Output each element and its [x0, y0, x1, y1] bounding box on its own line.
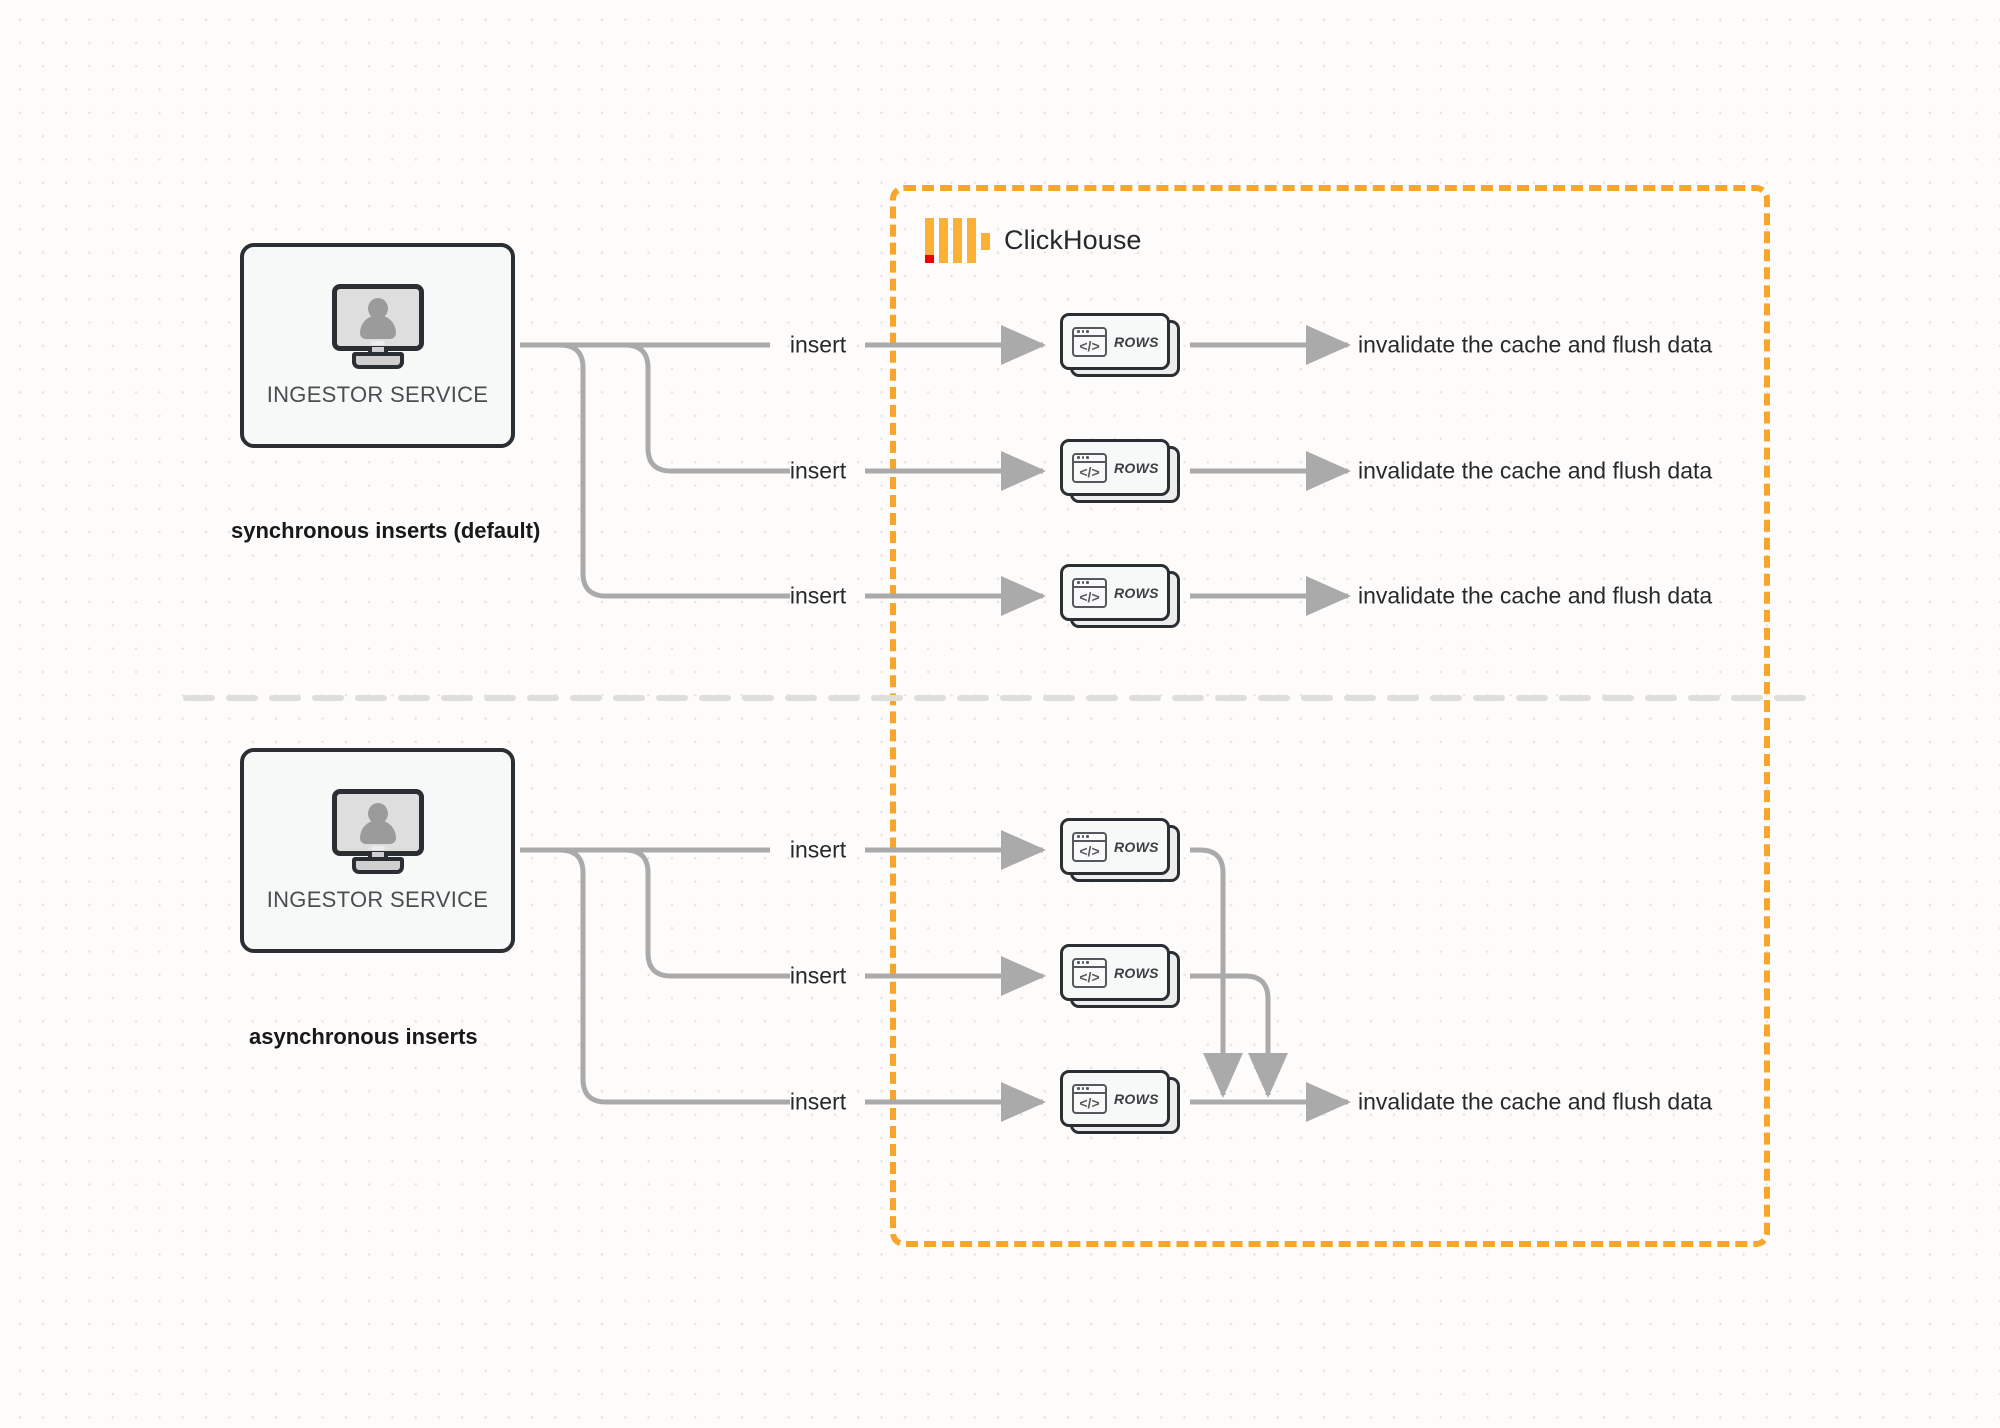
- insert-label-sync-2: insert: [789, 457, 847, 484]
- rows-card-front: </> ROWS: [1060, 313, 1170, 370]
- rows-card-front: </> ROWS: [1060, 818, 1170, 875]
- code-window-icon: </>: [1072, 326, 1107, 357]
- ingestor-service-sync[interactable]: INGESTOR SERVICE: [240, 243, 515, 448]
- rows-node-label: ROWS: [1114, 333, 1159, 350]
- monitor-user-icon: [330, 788, 426, 875]
- rows-node-sync-2[interactable]: </> ROWS: [1060, 439, 1180, 503]
- rows-card-front: </> ROWS: [1060, 1070, 1170, 1127]
- code-window-icon: </>: [1072, 957, 1107, 988]
- monitor-user-icon: [330, 283, 426, 370]
- clickhouse-title: ClickHouse: [1004, 225, 1142, 255]
- clickhouse-brand: ClickHouse: [925, 218, 1142, 263]
- rows-node-label: ROWS: [1114, 459, 1159, 476]
- code-window-icon: </>: [1072, 1083, 1107, 1114]
- rows-node-sync-3[interactable]: </> ROWS: [1060, 564, 1180, 628]
- rows-card-front: </> ROWS: [1060, 564, 1170, 621]
- rows-node-async-3[interactable]: </> ROWS: [1060, 1070, 1180, 1134]
- code-window-icon: </>: [1072, 577, 1107, 608]
- rows-node-async-2[interactable]: </> ROWS: [1060, 944, 1180, 1008]
- insert-label-async-1: insert: [789, 836, 847, 863]
- clickhouse-logo-icon: [925, 218, 990, 263]
- rows-card-front: </> ROWS: [1060, 944, 1170, 1001]
- code-window-icon: </>: [1072, 452, 1107, 483]
- rows-node-label: ROWS: [1114, 964, 1159, 981]
- insert-label-async-2: insert: [789, 962, 847, 989]
- result-label-async-merged: invalidate the cache and flush data: [1358, 1088, 1713, 1115]
- code-window-icon: </>: [1072, 831, 1107, 862]
- ingestor-service-async[interactable]: INGESTOR SERVICE: [240, 748, 515, 953]
- rows-node-async-1[interactable]: </> ROWS: [1060, 818, 1180, 882]
- insert-label-async-3: insert: [789, 1088, 847, 1115]
- rows-node-label: ROWS: [1114, 838, 1159, 855]
- ingestor-service-label: INGESTOR SERVICE: [266, 381, 489, 407]
- result-label-sync-2: invalidate the cache and flush data: [1358, 457, 1713, 484]
- rows-card-front: </> ROWS: [1060, 439, 1170, 496]
- insert-label-sync-3: insert: [789, 582, 847, 609]
- rows-node-label: ROWS: [1114, 584, 1159, 601]
- ingestor-service-label: INGESTOR SERVICE: [266, 886, 489, 912]
- rows-node-sync-1[interactable]: </> ROWS: [1060, 313, 1180, 377]
- insert-label-sync-1: insert: [789, 331, 847, 358]
- group-caption-sync: synchronous inserts (default): [231, 518, 541, 543]
- result-label-sync-1: invalidate the cache and flush data: [1358, 331, 1713, 358]
- group-caption-async: asynchronous inserts: [249, 1024, 478, 1049]
- result-label-sync-3: invalidate the cache and flush data: [1358, 582, 1713, 609]
- rows-node-label: ROWS: [1114, 1090, 1159, 1107]
